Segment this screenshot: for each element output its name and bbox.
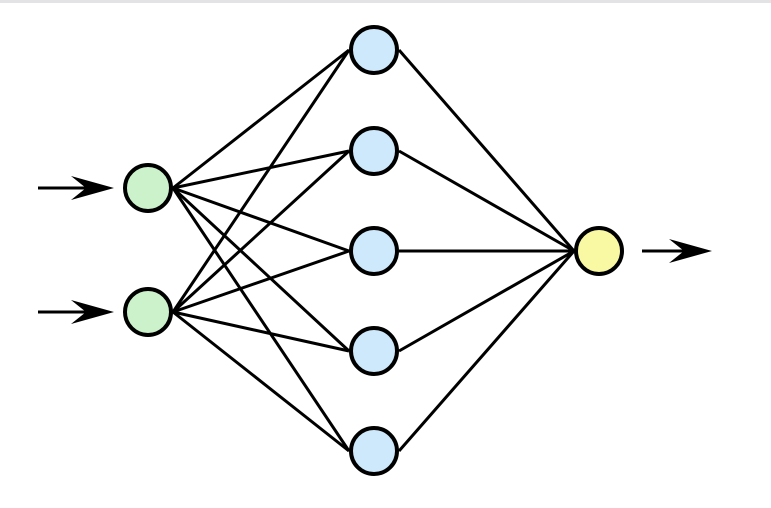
edge-i2-h3 [172, 249, 350, 314]
edge-i1-h4 [171, 186, 351, 353]
hidden-node-h3 [349, 226, 399, 276]
edge-h1-o1 [397, 49, 576, 252]
edge-i1-h3 [172, 186, 350, 253]
edge-i1-h1 [172, 48, 350, 190]
edge-i1-h5 [171, 187, 351, 452]
edge-i1-h2 [172, 149, 350, 190]
hidden-node-h2 [349, 126, 399, 176]
hidden-node-h4 [349, 326, 399, 376]
hidden-node-h5 [349, 426, 399, 476]
output-arrow-icon [642, 239, 712, 263]
input-arrow-1-icon [38, 176, 114, 200]
edge-i2-h5 [172, 310, 350, 453]
edge-h4-o1 [398, 249, 575, 353]
window-top-border [0, 0, 771, 3]
edge-i2-h1 [171, 49, 351, 313]
input-node-i2 [123, 287, 173, 337]
hidden-node-h1 [349, 25, 399, 75]
edge-i2-h2 [171, 149, 351, 314]
input-node-i1 [123, 163, 173, 213]
edge-h2-o1 [398, 149, 575, 253]
input-arrow-2-icon [38, 300, 114, 324]
edge-i2-h4 [172, 310, 350, 353]
output-node-o1 [574, 226, 624, 276]
edge-h5-o1 [397, 250, 576, 452]
